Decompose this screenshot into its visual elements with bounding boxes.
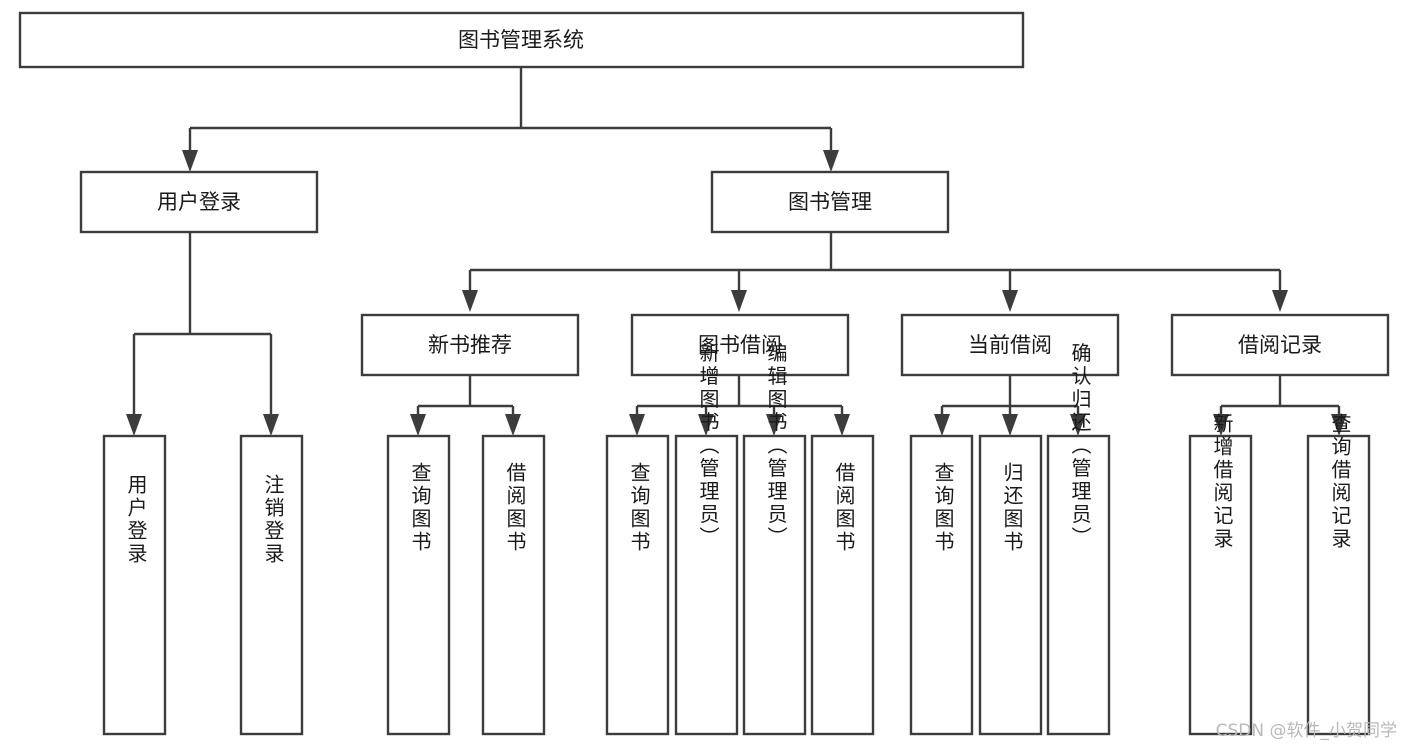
connector-group-user-login bbox=[126, 232, 279, 436]
leaf-node-user-login-label: 用户登录 bbox=[124, 474, 148, 566]
node-book-borrow[interactable]: 图书借阅 bbox=[630, 313, 850, 377]
leaf-node-query-borrow-record-label: 查询借阅记录 bbox=[1328, 413, 1352, 551]
leaf-node-query-book-current-label: 查询图书 bbox=[931, 462, 955, 554]
leaf-node-return-book[interactable]: 归还图书 bbox=[978, 434, 1043, 736]
leaf-node-query-book-newbook[interactable]: 查询图书 bbox=[386, 434, 451, 736]
connector-group-root bbox=[182, 67, 839, 172]
leaf-node-edit-book-admin[interactable]: 编辑图书（管理员） bbox=[742, 342, 807, 736]
arrow-borrow-c4-icon bbox=[834, 414, 850, 436]
leaf-node-borrow-book-borrow[interactable]: 借阅图书 bbox=[810, 434, 875, 736]
leaf-node-return-book-label: 归还图书 bbox=[1000, 462, 1024, 554]
arrow-current-c1-icon bbox=[934, 414, 950, 436]
arrow-root-to-books-icon bbox=[823, 150, 839, 172]
node-user-login-label: 用户登录 bbox=[157, 190, 241, 214]
leaf-node-add-borrow-record[interactable]: 新增借阅记录 bbox=[1188, 413, 1253, 736]
leaf-node-logout[interactable]: 注销登录 bbox=[239, 434, 304, 736]
arrow-books-c2-icon bbox=[731, 290, 747, 312]
arrow-books-c3-icon bbox=[1002, 290, 1018, 312]
leaf-node-query-book-newbook-box[interactable] bbox=[386, 434, 451, 736]
arrow-books-c1-icon bbox=[462, 290, 478, 312]
leaf-node-add-book-admin[interactable]: 新增图书（管理员） bbox=[674, 342, 739, 736]
node-new-book-recommend-box[interactable] bbox=[360, 313, 580, 377]
arrow-newbook-c1-icon bbox=[410, 414, 426, 436]
node-book-management[interactable]: 图书管理 bbox=[710, 170, 950, 234]
arrow-current-c3-icon bbox=[1070, 414, 1086, 436]
arrow-newbook-c2-icon bbox=[505, 414, 521, 436]
leaf-node-borrow-book-newbook[interactable]: 借阅图书 bbox=[481, 434, 546, 736]
leaf-node-query-book-borrow-label: 查询图书 bbox=[627, 462, 651, 554]
leaf-node-logout-box[interactable] bbox=[239, 434, 304, 736]
node-user-login[interactable]: 用户登录 bbox=[79, 170, 319, 234]
leaf-node-query-borrow-record-box[interactable] bbox=[1306, 434, 1371, 736]
node-root-system-label: 图书管理系统 bbox=[458, 28, 584, 52]
node-borrow-record-label: 借阅记录 bbox=[1238, 333, 1322, 357]
node-root-system-box[interactable] bbox=[18, 11, 1025, 69]
node-user-login-box[interactable] bbox=[79, 170, 319, 234]
node-new-book-recommend-label: 新书推荐 bbox=[428, 333, 512, 357]
connector-group-book-mgmt bbox=[462, 232, 1288, 312]
leaf-node-confirm-return-admin-label: 确认归还（管理员） bbox=[1068, 342, 1092, 549]
leaf-node-borrow-book-borrow-label: 借阅图书 bbox=[832, 462, 856, 554]
leaf-node-borrow-book-newbook-box[interactable] bbox=[481, 434, 546, 736]
leaf-node-user-login-box[interactable] bbox=[102, 434, 167, 736]
node-current-borrow-label: 当前借阅 bbox=[968, 333, 1052, 357]
arrow-record-c1-icon bbox=[1213, 414, 1229, 436]
leaf-node-return-book-box[interactable] bbox=[978, 434, 1043, 736]
node-book-management-box[interactable] bbox=[710, 170, 950, 234]
leaf-node-logout-label: 注销登录 bbox=[261, 474, 285, 566]
arrow-record-c2-icon bbox=[1331, 414, 1347, 436]
arrow-user-c2-icon bbox=[263, 414, 279, 436]
connector-group-current bbox=[934, 375, 1086, 436]
arrow-root-to-user-icon bbox=[182, 150, 198, 172]
arrow-borrow-c2-icon bbox=[698, 414, 714, 436]
node-current-borrow-box[interactable] bbox=[900, 313, 1120, 377]
leaf-node-add-borrow-record-box[interactable] bbox=[1188, 434, 1253, 736]
arrow-borrow-c1-icon bbox=[629, 414, 645, 436]
leaf-node-query-book-newbook-label: 查询图书 bbox=[408, 462, 432, 554]
arrow-user-c1-icon bbox=[126, 414, 142, 436]
connector-group-borrow bbox=[629, 375, 850, 436]
connector-group-new-book bbox=[410, 375, 521, 436]
leaf-node-borrow-book-newbook-label: 借阅图书 bbox=[503, 462, 527, 554]
node-book-borrow-label: 图书借阅 bbox=[698, 333, 782, 357]
node-borrow-record[interactable]: 借阅记录 bbox=[1170, 313, 1390, 377]
leaf-node-add-book-admin-label: 新增图书（管理员） bbox=[696, 342, 720, 549]
leaf-node-query-book-current[interactable]: 查询图书 bbox=[909, 434, 974, 736]
node-borrow-record-box[interactable] bbox=[1170, 313, 1390, 377]
arrow-current-c2-icon bbox=[1002, 414, 1018, 436]
node-book-management-label: 图书管理 bbox=[788, 190, 872, 214]
leaf-node-edit-book-admin-box[interactable] bbox=[742, 434, 807, 736]
leaf-node-add-borrow-record-label: 新增借阅记录 bbox=[1210, 413, 1234, 551]
leaf-node-add-book-admin-box[interactable] bbox=[674, 434, 739, 736]
arrow-borrow-c3-icon bbox=[766, 414, 782, 436]
leaf-node-borrow-book-borrow-box[interactable] bbox=[810, 434, 875, 736]
leaf-node-confirm-return-admin-box[interactable] bbox=[1046, 434, 1111, 736]
leaf-node-user-login[interactable]: 用户登录 bbox=[102, 434, 167, 736]
leaf-node-edit-book-admin-label: 编辑图书（管理员） bbox=[764, 342, 788, 549]
leaf-node-query-book-borrow[interactable]: 查询图书 bbox=[605, 434, 670, 736]
arrow-books-c4-icon bbox=[1272, 290, 1288, 312]
leaf-node-query-book-current-box[interactable] bbox=[909, 434, 974, 736]
connector-group-record bbox=[1213, 375, 1347, 436]
node-root-system[interactable]: 图书管理系统 bbox=[18, 11, 1025, 69]
node-current-borrow[interactable]: 当前借阅 bbox=[900, 313, 1120, 377]
leaf-node-query-book-borrow-box[interactable] bbox=[605, 434, 670, 736]
node-new-book-recommend[interactable]: 新书推荐 bbox=[360, 313, 580, 377]
leaf-node-query-borrow-record[interactable]: 查询借阅记录 bbox=[1306, 413, 1371, 736]
leaf-node-confirm-return-admin[interactable]: 确认归还（管理员） bbox=[1046, 342, 1111, 736]
node-book-borrow-box[interactable] bbox=[630, 313, 850, 377]
